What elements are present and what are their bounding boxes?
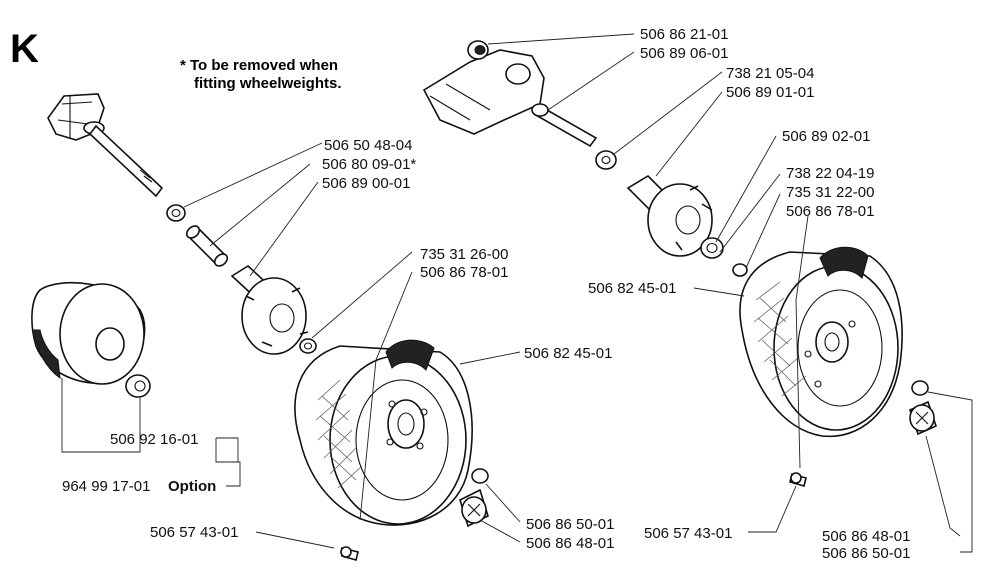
wheel-weight-assembly <box>31 281 151 398</box>
label-506-89-01-01: 506 89 01-01 <box>726 84 814 101</box>
left-washer <box>166 204 186 222</box>
leader-lines <box>61 33 973 553</box>
label-738-21-05-04: 738 21 05-04 <box>726 65 814 82</box>
right-nut <box>732 263 748 277</box>
label-506-92-16-01: 506 92 16-01 <box>110 431 198 448</box>
label-506-89-06-01: 506 89 06-01 <box>640 45 728 62</box>
label-506-57-43-01-right: 506 57 43-01 <box>644 525 732 542</box>
section-letter: K <box>10 27 39 71</box>
left-nut <box>299 338 317 354</box>
note-line-2: fitting wheelweights. <box>194 75 342 92</box>
label-option: Option <box>168 478 216 495</box>
left-wheel <box>294 339 473 526</box>
label-506-86-50-01-right: 506 86 50-01 <box>822 545 910 562</box>
right-axle-bracket <box>422 49 545 135</box>
left-spacer-tube <box>185 225 229 267</box>
label-964-99-17-01: 964 99 17-01 <box>62 478 150 495</box>
label-506-82-45-01-right: 506 82 45-01 <box>588 280 676 297</box>
label-506-86-48-01-right: 506 86 48-01 <box>822 528 910 545</box>
label-735-31-22-00: 735 31 22-00 <box>786 184 874 201</box>
note-line-1: * To be removed when <box>180 57 338 74</box>
label-506-86-50-01-left: 506 86 50-01 <box>526 516 614 533</box>
right-valve <box>789 472 807 487</box>
right-washer <box>595 150 617 170</box>
label-506-89-02-01: 506 89 02-01 <box>782 128 870 145</box>
right-wheel-nut <box>911 380 929 396</box>
right-assembly <box>422 40 937 487</box>
label-506-80-09-01: 506 80 09-01* <box>322 156 416 173</box>
label-506-57-43-01-left: 506 57 43-01 <box>150 524 238 541</box>
label-506-50-48-04: 506 50 48-04 <box>324 137 412 154</box>
left-axle-bracket <box>47 93 105 141</box>
right-bushing <box>467 40 489 60</box>
right-axle-shaft <box>531 103 598 148</box>
right-hub <box>626 174 713 257</box>
label-506-86-48-01-left: 506 86 48-01 <box>526 535 614 552</box>
right-hub-cap <box>909 400 937 436</box>
left-valve <box>340 546 359 561</box>
label-506-86-78-01-right: 506 86 78-01 <box>786 203 874 220</box>
label-506-89-00-01: 506 89 00-01 <box>322 175 410 192</box>
right-wheel <box>739 246 903 438</box>
part-labels: 506 50 48-04 506 80 09-01* 506 89 00-01 … <box>62 26 910 562</box>
label-506-82-45-01-left: 506 82 45-01 <box>524 345 612 362</box>
right-bearing <box>700 237 724 259</box>
left-assembly <box>31 93 489 561</box>
label-506-86-21-01: 506 86 21-01 <box>640 26 728 43</box>
left-wheel-nut <box>471 468 489 484</box>
left-axle-shaft <box>88 124 164 198</box>
left-hub-cap <box>459 488 489 528</box>
label-735-31-26-00: 735 31 26-00 <box>420 246 508 263</box>
left-hub <box>230 264 309 355</box>
label-506-86-78-01-left: 506 86 78-01 <box>420 264 508 281</box>
label-738-22-04-19: 738 22 04-19 <box>786 165 874 182</box>
